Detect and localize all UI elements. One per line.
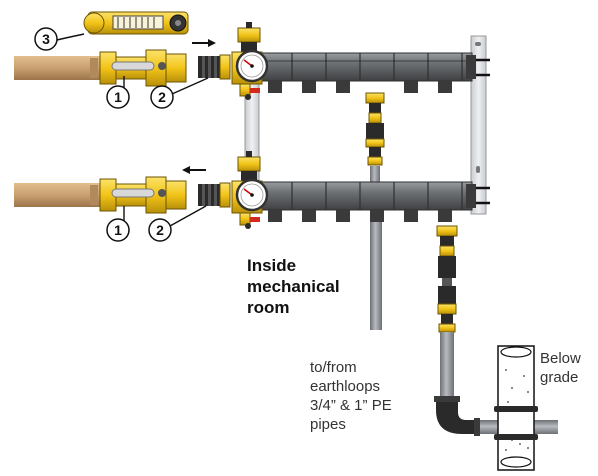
pressure-gauge-icon — [235, 178, 269, 212]
earth-line-2: earthloops — [310, 378, 381, 395]
ball-valve-icon — [99, 49, 187, 87]
callout-3 — [34, 27, 58, 51]
callout-1-top-label: 1 — [114, 89, 122, 105]
supply-manifold — [257, 52, 490, 93]
pe-pipe-right — [440, 332, 454, 408]
below-line-1: Below — [540, 350, 581, 367]
callout-2-top — [150, 85, 174, 109]
callout-2-top-label: 2 — [158, 89, 166, 105]
pe-pipe-down — [370, 222, 382, 330]
earth-line-4: pipes — [310, 416, 346, 433]
earth-line-3: 3/4” & 1” PE — [310, 397, 392, 414]
below-grade-label: Below grade — [540, 349, 581, 387]
pressure-gauge-icon — [235, 49, 269, 83]
circuit-fitting-top — [365, 92, 385, 166]
drain-valve-bottom — [239, 212, 260, 229]
circuit-fitting-right — [436, 225, 458, 333]
below-line-2: grade — [540, 369, 579, 386]
ball-valve-icon — [99, 176, 187, 214]
inside-line-2: mechanical — [247, 277, 340, 296]
callout-1-bottom-label: 1 — [114, 222, 122, 238]
return-manifold — [257, 181, 490, 222]
callout-2-bottom-label: 2 — [156, 222, 164, 238]
union-fitting-top — [198, 54, 231, 80]
flow-meter-icon — [83, 11, 189, 35]
earth-line-1: to/from — [310, 359, 357, 376]
flow-arrow-icon — [182, 166, 206, 174]
flow-arrow-icon — [192, 39, 216, 47]
elbow-fitting — [434, 396, 480, 436]
callout-1-bottom — [106, 218, 130, 242]
callout-1-top — [106, 85, 130, 109]
callout-2-bottom — [148, 218, 172, 242]
callout-3-label: 3 — [42, 31, 50, 47]
inside-line-3: room — [247, 298, 290, 317]
earthloops-label: to/from earthloops 3/4” & 1” PE pipes — [310, 358, 392, 434]
inside-room-label: Inside mechanical room — [247, 255, 340, 318]
union-fitting-bottom — [198, 182, 231, 208]
below-grade-pipe — [494, 345, 558, 471]
drain-valve-top — [239, 83, 260, 100]
inside-line-1: Inside — [247, 256, 297, 275]
